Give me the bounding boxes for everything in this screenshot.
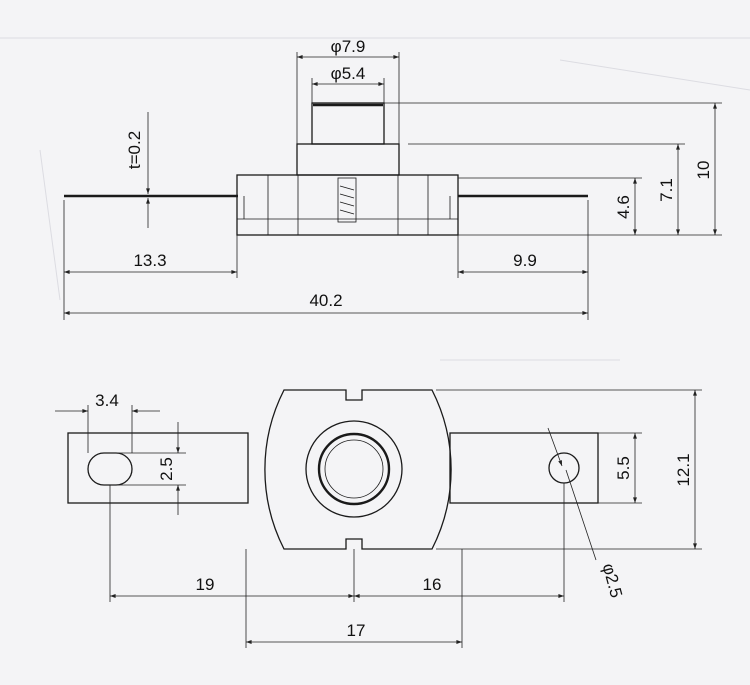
dim-tab-width: 5.5 — [614, 456, 633, 480]
left-terminal-tab — [67, 432, 249, 504]
dim-slot-width: 2.5 — [157, 457, 176, 481]
button-ring — [317, 432, 391, 506]
switch-main-body — [264, 389, 452, 550]
dim-body-width: 17 — [347, 621, 366, 640]
dim-body-height: 4.6 — [614, 195, 633, 219]
switch-base-body — [236, 174, 459, 236]
dim-body-height-top: 12.1 — [674, 453, 693, 486]
top-view: 3.4 2.5 5.5 12.1 19 16 17 φ2.5 — [55, 389, 702, 648]
left-slot-hole — [87, 452, 133, 486]
background-ghost-lines — [0, 37, 750, 361]
dim-mid-height: 7.1 — [657, 178, 676, 202]
dim-left-pitch: 19 — [196, 575, 215, 594]
right-terminal-tab — [449, 432, 599, 504]
button-outer-ring — [305, 420, 403, 518]
right-round-hole — [548, 452, 580, 484]
spring-detail — [337, 177, 357, 223]
dim-left-tab-length: 13.3 — [133, 251, 166, 270]
dim-right-pitch: 16 — [423, 575, 442, 594]
dim-inner-diameter: φ5.4 — [331, 64, 366, 83]
dim-outer-diameter: φ7.9 — [331, 37, 366, 56]
push-button — [311, 102, 385, 145]
side-view: φ7.9 φ5.4 t=0.2 4.6 7.1 10 13.3 9.9 40.2 — [63, 37, 722, 320]
dim-overall-length: 40.2 — [309, 291, 342, 310]
switch-collar — [296, 143, 400, 176]
dim-slot-length: 3.4 — [95, 391, 119, 410]
dim-hole-diameter: φ2.5 — [599, 561, 626, 599]
dim-plate-thickness: t=0.2 — [125, 131, 144, 169]
dim-right-tab-length: 9.9 — [513, 251, 537, 270]
dim-total-height: 10 — [694, 161, 713, 180]
